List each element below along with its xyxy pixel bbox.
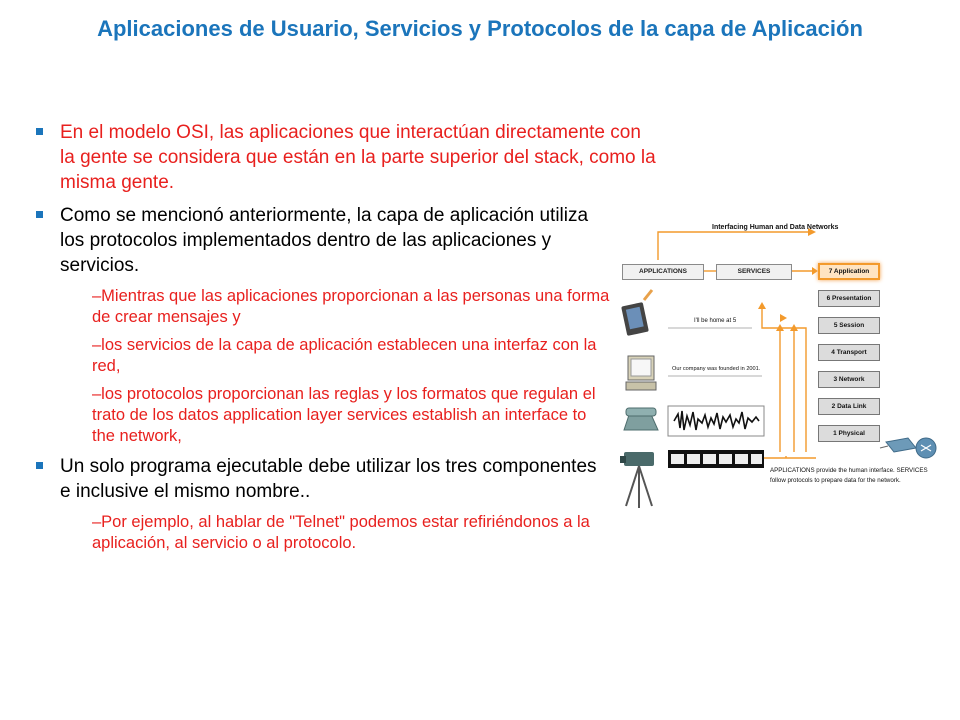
- computer-icon: [625, 355, 657, 391]
- bullet-square-icon: [36, 128, 43, 135]
- pda-icon: [621, 289, 654, 336]
- bullet-text: Un solo programa ejecutable debe utiliza…: [60, 456, 597, 502]
- sub-bullet-services: –los servicios de la capa de aplicación …: [92, 336, 597, 375]
- telephone-icon: [623, 407, 659, 431]
- bullet-square-icon: [36, 211, 43, 218]
- layer-2-data-link: 2 Data Link: [818, 398, 880, 415]
- services-box: SERVICES: [716, 264, 792, 280]
- slide-content: En el modelo OSI, las aplicaciones que i…: [34, 120, 656, 561]
- layer-3-network: 3 Network: [818, 371, 880, 388]
- diagram-graphics: [620, 228, 937, 508]
- message-home-at-5: I'll be home at 5: [694, 318, 737, 324]
- bullet-text: En el modelo OSI, las aplicaciones que i…: [60, 122, 656, 193]
- diagram-heading: Interfacing Human and Data Networks: [712, 224, 839, 231]
- diagram-caption: APPLICATIONS provide the human interface…: [770, 467, 928, 484]
- sub-bullet-applications: –Mientras que las aplicaciones proporcio…: [92, 287, 610, 326]
- bullet-application-layer: Como se mencionó anteriormente, la capa …: [34, 203, 600, 278]
- switch-router-icon: [879, 437, 937, 459]
- video-camera-icon: [620, 452, 654, 508]
- bullet-single-program: Un solo programa ejecutable debe utiliza…: [34, 454, 600, 504]
- bullet-text: Como se mencionó anteriormente, la capa …: [60, 205, 589, 276]
- applications-box: APPLICATIONS: [622, 264, 704, 280]
- page-title: Aplicaciones de Usuario, Servicios y Pro…: [97, 16, 863, 41]
- sub-bullet-telnet-example: –Por ejemplo, al hablar de "Telnet" pode…: [92, 513, 590, 552]
- sub-bullet-protocols: –los protocolos proporcionan las reglas …: [92, 385, 596, 445]
- bullet-osi-model: En el modelo OSI, las aplicaciones que i…: [34, 120, 660, 195]
- layer-4-transport: 4 Transport: [818, 344, 880, 361]
- layer-6-presentation: 6 Presentation: [818, 290, 880, 307]
- osi-diagram: Interfacing Human and Data Networks APPL…: [612, 216, 940, 512]
- layer-5-session: 5 Session: [818, 317, 880, 334]
- message-company-founded: Our company was founded in 2001.: [672, 366, 761, 372]
- layer-1-physical: 1 Physical: [818, 425, 880, 442]
- layer-7-application: 7 Application: [818, 263, 880, 280]
- bullet-square-icon: [36, 462, 43, 469]
